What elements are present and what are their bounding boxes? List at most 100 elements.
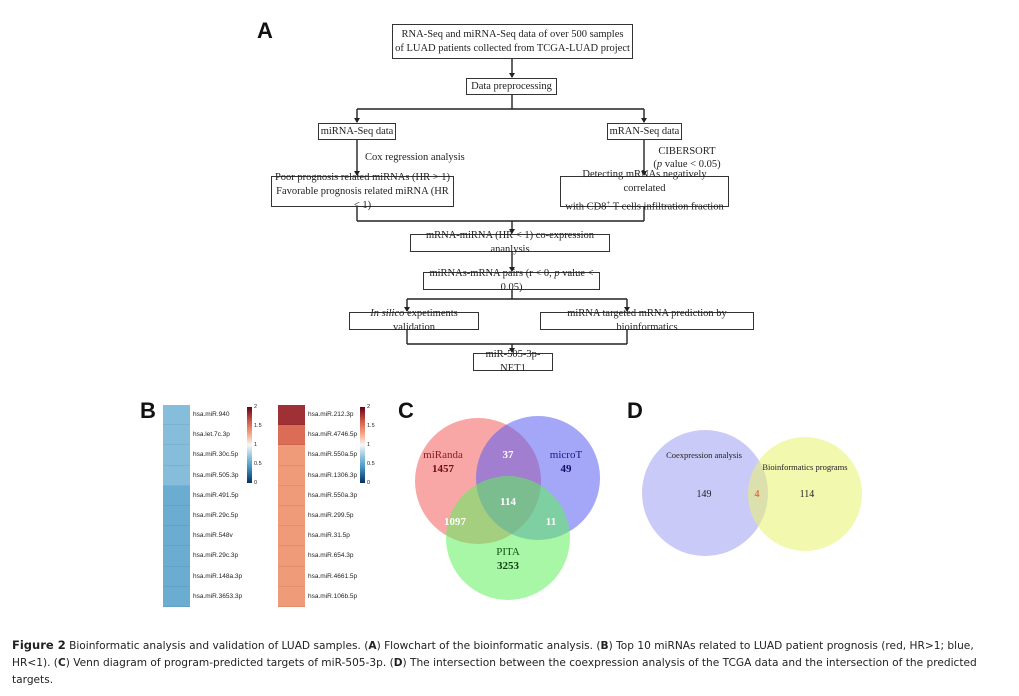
heatmap-cell [163,405,190,426]
caption-ref-b: B [600,640,609,652]
venn-set-label: PITA [496,546,520,558]
heatmap-cell [278,546,305,567]
panel-label-c: C [398,398,414,423]
final-result-label: miR-505-3p-NET1 [485,349,541,374]
cibersort-label: CIBERSORT [658,146,716,157]
heatmap-cell [278,445,305,466]
heatmap-cell [278,586,305,607]
prediction-box: miRNA targeted mRNA prediction by bioinf… [540,308,754,333]
paren: ( [653,159,657,170]
caption-text: ) Top 10 miRNAs related to LUAD patient … [12,640,974,669]
panel-label-b: B [140,398,156,423]
heatmap-row-label: hsa.miR.940 [193,411,230,418]
colorbar-tick-label: 1.5 [254,423,262,429]
detect-text-a: with CD8 [565,201,607,213]
heatmap-row-label: hsa.miR.505.3p [193,471,239,479]
colorbar-tick-label: 1.5 [367,423,375,429]
flowchart-connectors [354,59,647,353]
colorbar-tick-label: 0 [367,480,371,486]
caption-ref-d: D [393,657,403,669]
detect-line-1: Detecting mRNAs negatively correlated [582,169,707,195]
heatmap-row-label: hsa.miR.1306.3p [308,471,358,479]
arrowhead-icon [354,118,360,123]
caption-ref-c: C [57,657,66,669]
mran-seq-box: mRAN-Seq data [607,123,682,140]
colorbar-tick-label: 0.5 [254,461,262,467]
heatmap-cell [163,586,190,607]
panel-label-a: A [257,18,273,43]
cox-regression-note: Cox regression analysis [365,152,465,163]
heatmap-cell [278,566,305,587]
heatmap-row-label: hsa.miR.491.5p [193,491,239,499]
mran-seq-label: mRAN-Seq data [609,125,680,137]
prediction-label: miRNA targeted mRNA prediction by bioinf… [567,308,727,333]
coexpression-label: mRNA-miRNA (HR < 1) co-expression ananly… [425,230,595,255]
heatmap-row-label: hsa.miR.548v [193,532,233,540]
venn-count: 4 [755,489,760,500]
venn-circle-coexpression [642,430,768,556]
heatmap-row-label: hsa.miR.212.3p [308,411,354,418]
p-symbol: p [656,159,663,170]
heatmap-row-label: hsa.miR.148a.3p [193,572,243,580]
arrowhead-icon [509,348,515,353]
preprocessing-label: Data preprocessing [471,80,552,92]
heatmap-row-label: hsa.miR.4661.5p [308,572,358,580]
venn-count: 49 [561,463,573,475]
insilico-box: In silico expetiments validation [349,308,479,333]
pairs-text-a: miRNAs-mRNA pairs (r < 0, [429,268,555,279]
heatmap-row-label: hsa.let.7c.3p [193,431,230,439]
heatmap-cell [163,465,190,486]
venn-count: 11 [546,516,556,528]
venn-circle-bioinformatics [748,437,862,551]
favorable-prognosis-line: Favorable prognosis related miRNA (HR < … [276,185,449,211]
heatmap-row-label: hsa.miR.29c.5p [193,512,239,519]
pvalue-text: value < 0.05) [662,159,721,170]
heatmap-row-label: hsa.miR.31.5p [308,532,350,540]
source-data-box: RNA-Seq and miRNA-Seq data of over 500 s… [392,24,633,59]
venn-set-label: Bioinformatics programs [762,462,847,472]
heatmap-cell [278,526,305,547]
prognosis-box: Poor prognosis related miRNAs (HR > 1) F… [271,172,454,211]
colorbar-tick-label: 2 [367,404,371,410]
heatmap-cell [163,425,190,446]
heatmap-cell [163,526,190,547]
heatmap-cell [278,425,305,446]
mirna-seq-label: miRNA-Seq data [320,125,394,137]
venn-count: 1097 [444,516,467,528]
venn-count: 149 [697,489,712,500]
heatmap-cell [163,485,190,506]
heatmap-row-label: hsa.miR.106b.5p [308,592,358,600]
insilico-label: In silico expetiments validation [350,307,478,335]
caption-text: Bioinformatic analysis and validation of… [65,640,369,652]
source-line-1: RNA-Seq and miRNA-Seq data of over 500 s… [401,28,624,40]
venn-circle-pita [446,476,570,600]
coexpression-box: mRNA-miRNA (HR < 1) co-expression ananly… [410,230,610,255]
colorbar-tick-label: 0.5 [367,461,375,467]
arrowhead-icon [641,171,647,176]
venn-count: 1457 [432,463,455,475]
caption-figure-label: Figure 2 [12,638,66,652]
cibersort-note: CIBERSORT (p value < 0.05) [652,145,722,171]
arrowhead-icon [509,73,515,78]
source-line-2: of LUAD patients collected from TCGA-LUA… [395,42,630,54]
venn-set-label: microT [550,449,583,461]
final-result-box: miR-505-3p-NET1 [473,349,553,374]
heatmap-cell [163,546,190,567]
heatmap-row-label: hsa.miR.30c.5p [193,451,239,459]
arrowhead-icon [641,118,647,123]
venn-circle-miranda [415,418,541,544]
panel-label-d: D [627,398,643,423]
venn-count: 114 [800,489,815,500]
caption-text: ) The intersection between the coexpress… [12,657,977,686]
superscript-plus: + [606,199,611,208]
colorbar-right [360,407,365,483]
heatmap-row-label: hsa.miR.3653.3p [193,592,243,600]
arrowhead-icon [354,171,360,176]
heatmap-cell [278,405,305,426]
colorbar-left [247,407,252,483]
colorbar-tick-label: 0 [254,480,258,486]
heatmap-row-label: hsa.miR.550a.5p [308,451,358,459]
colorbar-tick-label: 1 [254,442,258,448]
caption-text: ) Flowchart of the bioinformatic analysi… [376,640,601,652]
detecting-mrnas-box: Detecting mRNAs negatively correlated wi… [560,169,729,213]
